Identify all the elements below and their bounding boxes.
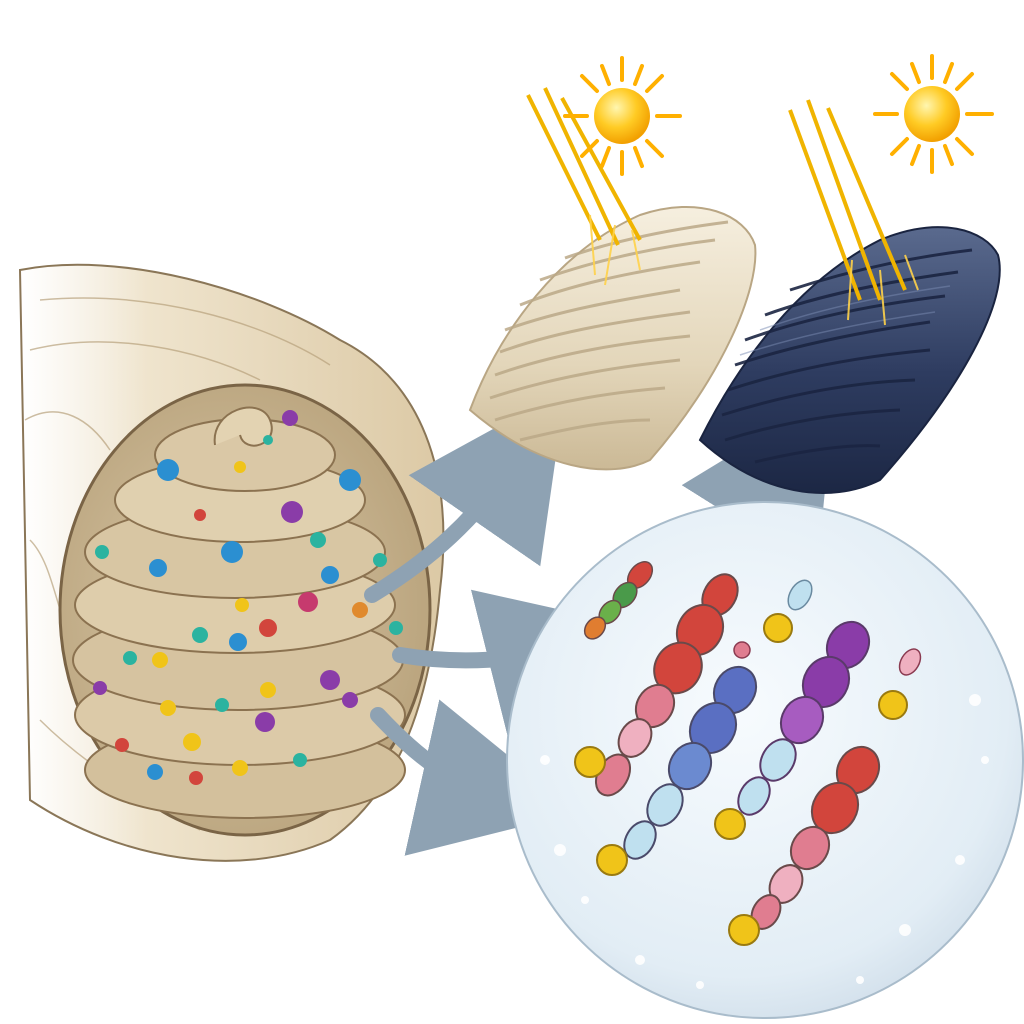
molecule-chain	[714, 620, 871, 840]
molecule-chain	[728, 745, 881, 946]
molecule-chain	[574, 573, 739, 797]
sun-icon	[873, 54, 994, 174]
sun-icon	[563, 56, 682, 176]
embedded-particles	[93, 410, 403, 785]
molecule-fragment	[583, 561, 654, 640]
arrow-icon	[370, 699, 579, 856]
coiled-layers	[72, 406, 406, 819]
sun-right	[788, 54, 994, 326]
molecule-chain	[763, 579, 922, 720]
molecule-chain	[596, 641, 758, 876]
sun-left	[526, 56, 682, 286]
magnified-view	[506, 501, 1024, 1019]
arrow-icon	[364, 389, 566, 603]
fiber-cross-section	[18, 263, 445, 862]
